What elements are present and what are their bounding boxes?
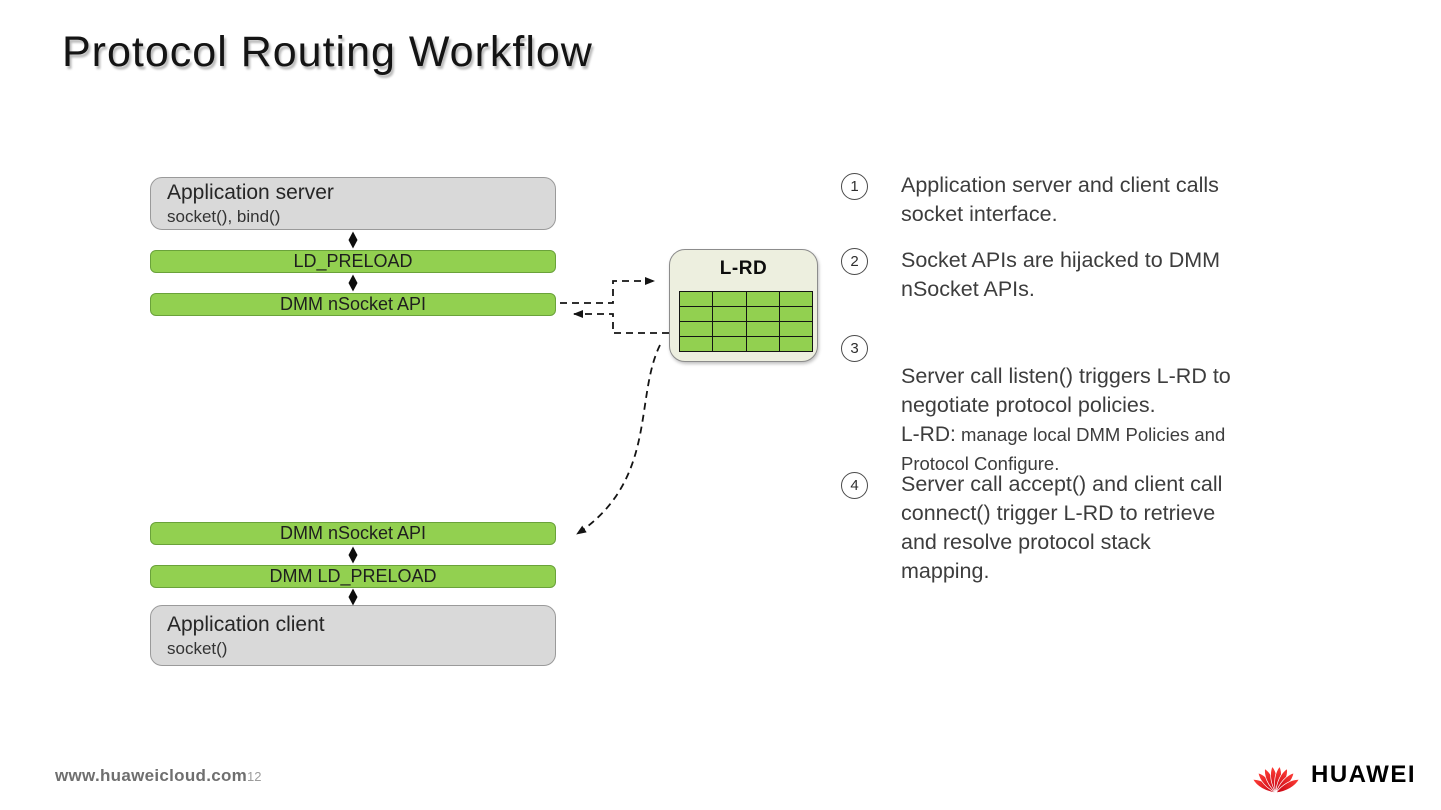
application-server-subtitle: socket(), bind() [167,207,281,226]
arrow-nsocket-to-lrd [560,277,655,304]
dmm-ld-preload-bar: DMM LD_PRELOAD [150,565,556,588]
dmm-nsocket-api-bar-bottom: DMM nSocket API [150,522,556,545]
lrd-grid-cell [680,322,713,336]
lrd-grid-cell [779,292,812,306]
step-text-main: Server call listen() triggers L-RD to ne… [901,364,1231,417]
application-client-subtitle: socket() [167,639,228,658]
huawei-flower-icon [1253,765,1299,794]
step-number-badge: 4 [841,472,868,499]
page-title: Protocol Routing Workflow [62,28,593,76]
arrow-lrd-to-nsocket [573,310,669,334]
huawei-logo: HUAWEI [1253,749,1418,797]
lrd-grid-cell [746,322,779,336]
application-server-box: Application server socket(), bind() [150,177,556,230]
page-number: 12 [247,769,262,784]
lrd-grid-cell [680,292,713,306]
lrd-grid-cell [746,307,779,321]
step-item-3: 3 Server call listen() triggers L-RD to … [841,333,1321,507]
step-number-badge: 2 [841,248,868,275]
lrd-label: L-RD [719,258,768,279]
application-client-title: Application client [167,613,325,636]
step-text: Socket APIs are hijacked to DMM nSocket … [901,248,1221,301]
lrd-grid-cell [713,322,746,336]
step-text: Server call listen() triggers L-RD to ne… [901,333,1321,507]
lrd-grid-cell [779,307,812,321]
lrd-grid-cell [746,337,779,351]
step-note-lead: L-RD: [901,423,956,446]
ld-preload-bar: LD_PRELOAD [150,250,556,273]
step-item-4: 4 Server call accept() and client call c… [841,470,1321,586]
step-text: Application server and client calls sock… [901,173,1219,226]
step-text: Server call accept() and client call con… [901,472,1223,583]
footer-url: www.huaweicloud.com [55,766,248,785]
step-number-badge: 3 [841,335,868,362]
lrd-grid-cell [779,322,812,336]
step-note-rest: manage local DMM Policies and Protocol C… [901,424,1226,474]
lrd-box: L-RD [669,249,818,362]
lrd-grid-cell [713,307,746,321]
lrd-grid-cell [746,292,779,306]
step-note: L-RD: manage local DMM Policies and Prot… [901,420,1321,478]
lrd-grid-cell [713,337,746,351]
lrd-grid-cell [779,337,812,351]
lrd-grid [679,291,813,352]
diamond-connector [348,231,358,249]
application-server-title: Application server [167,181,334,204]
lrd-grid-cell [713,292,746,306]
diamond-connector [348,588,358,606]
step-item-2: 2 Socket APIs are hijacked to DMM nSocke… [841,246,1321,304]
step-number-badge: 1 [841,173,868,200]
dmm-nsocket-api-bar-top: DMM nSocket API [150,293,556,316]
application-client-box: Application client socket() [150,605,556,666]
lrd-grid-cell [680,337,713,351]
lrd-grid-cell [680,307,713,321]
step-item-1: 1 Application server and client calls so… [841,171,1321,229]
huawei-logo-text: HUAWEI [1311,761,1416,788]
arrow-lrd-to-client-nsocket [576,344,661,535]
diamond-connector [348,274,358,292]
diamond-connector [348,546,358,564]
